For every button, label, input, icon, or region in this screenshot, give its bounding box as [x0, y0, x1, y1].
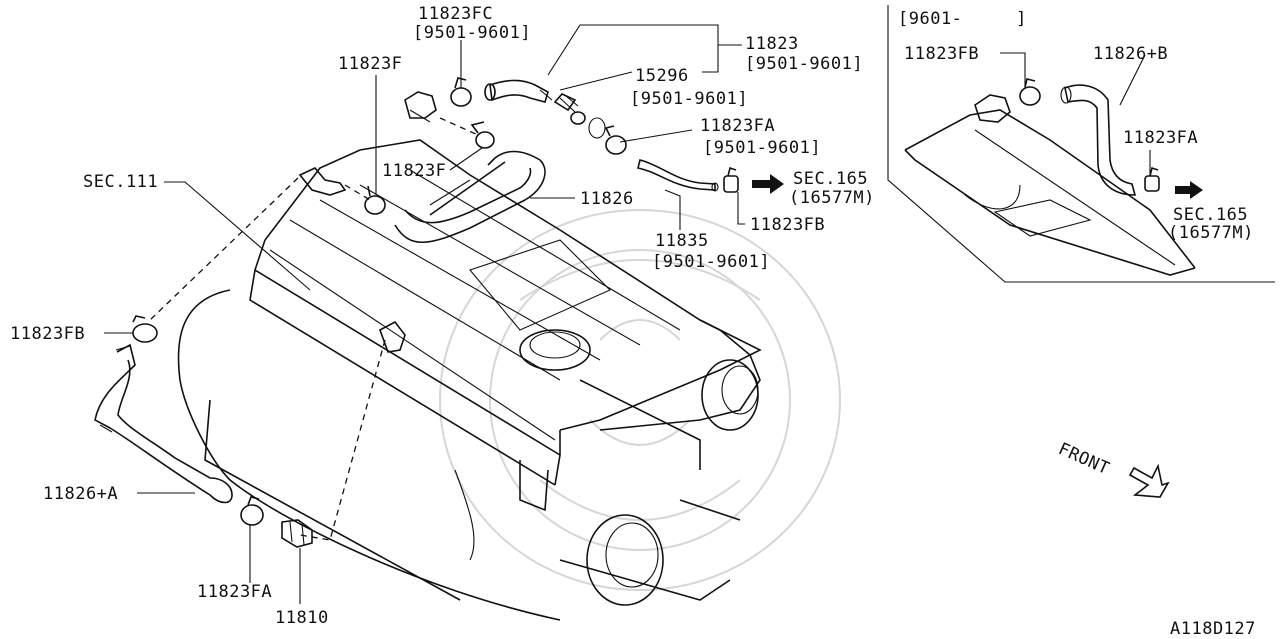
label-11823: 11823	[745, 34, 799, 54]
label-11823fc-range: [9501-9601]	[413, 23, 532, 43]
hose-11826a	[94, 343, 233, 504]
label-11823fa-top-range: [9501-9601]	[703, 138, 822, 158]
label-11823-range: [9501-9601]	[745, 54, 864, 74]
fitting-sec111	[298, 167, 347, 196]
inset-frame	[887, 5, 1275, 283]
label-11823fa-top: 11823FA	[700, 116, 776, 136]
label-11823fb-right: 11823FB	[750, 215, 826, 235]
pcv-valve-15296	[553, 93, 586, 125]
arrow-sec165-main	[752, 174, 784, 194]
inset-clamp-11823fb	[1019, 78, 1041, 106]
label-11835: 11835	[655, 231, 709, 251]
inset-label-sec165-code: (16577M)	[1168, 223, 1254, 243]
label-11810: 11810	[275, 608, 329, 628]
hose-11835	[637, 159, 719, 192]
inset-label-11826b: 11826+B	[1093, 44, 1169, 64]
label-11823f-mid: 11823F	[382, 161, 447, 181]
inset-leader-lines	[1000, 52, 1151, 176]
inset-label-sec165: SEC.165	[1173, 205, 1249, 225]
label-11826: 11826	[580, 189, 634, 209]
label-11823fb-left: 11823FB	[10, 324, 86, 344]
valve-11810	[281, 519, 313, 548]
fitting-11823f	[364, 91, 495, 215]
inset-arrow-sec165	[1175, 181, 1203, 199]
inset-engine	[904, 94, 1196, 276]
inset-hose-11826b	[1060, 84, 1137, 196]
label-11823f-top: 11823F	[338, 54, 403, 74]
dashed-routing	[149, 117, 479, 541]
front-arrow	[1128, 463, 1170, 498]
label-11826a: 11826+A	[43, 484, 119, 504]
watermark-emblem	[439, 209, 841, 591]
inset-label-range: [9601- ]	[898, 9, 1027, 29]
label-sec165-code: (16577M)	[789, 188, 875, 208]
clamp-11823fb-left	[132, 315, 158, 343]
inset-label-11823fb: 11823FB	[904, 44, 980, 64]
label-15296: 15296	[635, 66, 689, 86]
hose-11823	[484, 79, 553, 103]
label-11835-range: [9501-9601]	[652, 252, 771, 272]
label-sec165: SEC.165	[793, 169, 869, 189]
inset-clamp-11823fa	[1144, 166, 1160, 192]
hose-11826	[394, 150, 546, 244]
clamp-11823fb-right	[723, 166, 739, 193]
label-15296-range: [9501-9601]	[630, 89, 749, 109]
diagram-id: A118D127	[1170, 619, 1256, 639]
leader-lines	[104, 24, 745, 604]
clamp-11823fa-top	[588, 117, 627, 155]
label-sec111: SEC.111	[83, 172, 159, 192]
inset-label-11823fa: 11823FA	[1123, 128, 1199, 148]
label-11823fc: 11823FC	[418, 4, 494, 24]
engine-cylinder-head	[177, 139, 762, 621]
label-11823fa-bottom: 11823FA	[197, 582, 273, 602]
clamp-11823fa-bottom	[240, 496, 264, 526]
